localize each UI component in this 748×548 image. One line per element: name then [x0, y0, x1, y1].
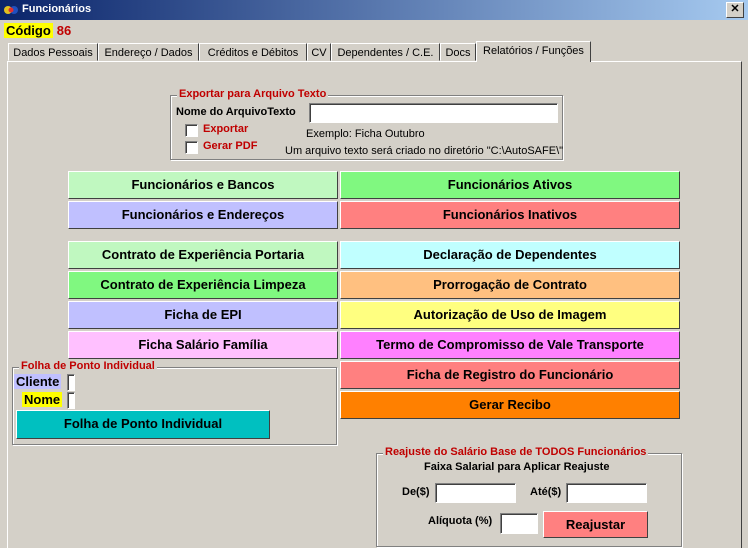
- reajuste-group: Reajuste do Salário Base de TODOS Funcio…: [376, 446, 682, 547]
- prorrogacao-contrato-button[interactable]: Prorrogação de Contrato: [340, 271, 680, 299]
- nome-input[interactable]: [67, 392, 75, 409]
- aliquota-input[interactable]: [500, 513, 538, 534]
- export-checkbox[interactable]: [185, 124, 198, 137]
- gerar-recibo-button[interactable]: Gerar Recibo: [340, 391, 680, 419]
- app-logo-icon: [4, 6, 18, 14]
- filename-label: Nome do ArquivoTexto: [176, 106, 296, 118]
- ponto-group: Folha de Ponto Individual: [12, 360, 337, 445]
- filename-input[interactable]: [309, 103, 558, 123]
- autorizacao-imagem-button[interactable]: Autorização de Uso de Imagem: [340, 301, 680, 329]
- nome-label: Nome: [22, 392, 63, 407]
- cliente-input[interactable]: [67, 374, 75, 391]
- ate-input[interactable]: [566, 483, 647, 503]
- declaracao-dependentes-button[interactable]: Declaração de Dependentes: [340, 241, 680, 269]
- funcionarios-bancos-button[interactable]: Funcionários e Bancos: [68, 171, 338, 199]
- aliquota-label: Alíquota (%): [428, 515, 493, 527]
- pdf-checkbox[interactable]: [185, 141, 198, 154]
- ate-label: Até($): [530, 486, 562, 498]
- funcionarios-enderecos-button[interactable]: Funcionários e Endereços: [68, 201, 338, 229]
- title-bar: Funcionários ✕: [0, 0, 748, 20]
- window-title: Funcionários: [22, 3, 92, 15]
- tab-dados-pessoais[interactable]: Dados Pessoais: [8, 43, 98, 61]
- tab-endereco-dados[interactable]: Endereço / Dados: [98, 43, 199, 61]
- de-label: De($): [402, 486, 430, 498]
- contrato-limpeza-button[interactable]: Contrato de Experiência Limpeza: [68, 271, 338, 299]
- info-text: Um arquivo texto será criado no diretóri…: [285, 145, 564, 157]
- de-input[interactable]: [435, 483, 516, 503]
- ponto-group-legend: Folha de Ponto Individual: [19, 360, 157, 372]
- termo-vale-transporte-button[interactable]: Termo de Compromisso de Vale Transporte: [340, 331, 680, 359]
- tab-panel: [7, 61, 742, 548]
- close-icon: ✕: [730, 3, 740, 15]
- contrato-portaria-button[interactable]: Contrato de Experiência Portaria: [68, 241, 338, 269]
- codigo-value: 86: [56, 23, 72, 38]
- funcionarios-ativos-button[interactable]: Funcionários Ativos: [340, 171, 680, 199]
- tab-docs[interactable]: Docs: [440, 43, 476, 61]
- export-checkbox-label: Exportar: [203, 123, 249, 135]
- export-group-legend: Exportar para Arquivo Texto: [177, 88, 329, 100]
- ficha-registro-button[interactable]: Ficha de Registro do Funcionário: [340, 361, 680, 389]
- cliente-label: Cliente: [14, 374, 62, 389]
- ficha-salario-familia-button[interactable]: Ficha Salário Família: [68, 331, 338, 359]
- reajuste-subtitle: Faixa Salarial para Aplicar Reajuste: [424, 461, 610, 473]
- reajustar-button[interactable]: Reajustar: [543, 511, 648, 538]
- tab-creditos-debitos[interactable]: Créditos e Débitos: [199, 43, 307, 61]
- funcionarios-inativos-button[interactable]: Funcionários Inativos: [340, 201, 680, 229]
- pdf-checkbox-label: Gerar PDF: [203, 140, 258, 152]
- export-group: Exportar para Arquivo Texto: [170, 88, 563, 160]
- reajuste-group-legend: Reajuste do Salário Base de TODOS Funcio…: [383, 446, 649, 458]
- tab-dependentes[interactable]: Dependentes / C.E.: [331, 43, 440, 61]
- example-text: Exemplo: Ficha Outubro: [306, 128, 425, 140]
- folha-ponto-button[interactable]: Folha de Ponto Individual: [16, 410, 270, 439]
- close-button[interactable]: ✕: [726, 2, 744, 18]
- tab-cv[interactable]: CV: [307, 43, 331, 61]
- tab-relatorios-funcoes[interactable]: Relatórios / Funções: [476, 41, 591, 62]
- ficha-epi-button[interactable]: Ficha de EPI: [68, 301, 338, 329]
- codigo-label: Código: [4, 23, 53, 38]
